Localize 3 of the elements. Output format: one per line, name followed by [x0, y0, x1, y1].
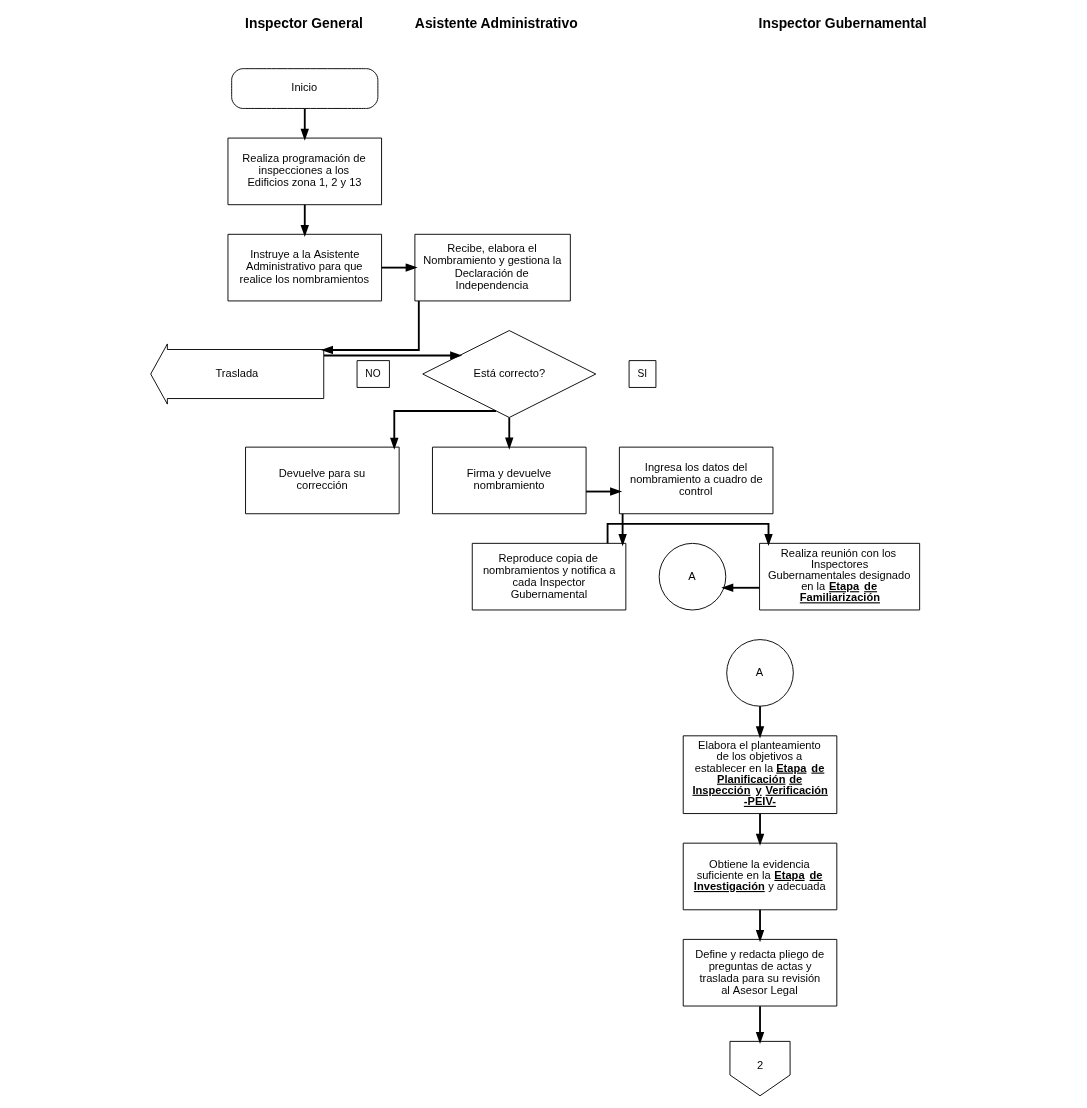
label: Inspector Gubernamental [758, 14, 927, 31]
label: Inspector General [245, 14, 363, 31]
label: Asistente Administrativo [414, 14, 578, 31]
